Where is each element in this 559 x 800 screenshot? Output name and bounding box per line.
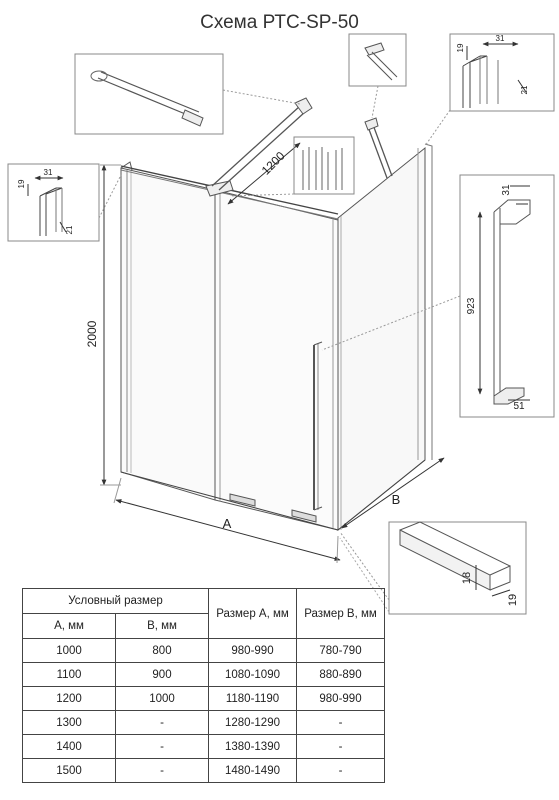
cell-size-a: 1480-1490 [208,758,297,783]
profile-right-height-label: 19 [456,43,465,52]
table-row: 1200 1000 1180-1190 980-990 [22,686,385,711]
cell-size-a: 1180-1190 [208,686,297,711]
header-size-a: Размер А, мм [208,588,297,639]
table-row: 1400 - 1380-1390 - [22,734,385,759]
cell-size-a: 980-990 [208,638,297,663]
cell-a: 1300 [22,710,116,735]
cell-size-a: 1080-1090 [208,662,297,687]
stabilizer-bar [211,97,313,191]
cell-size-b: 880-890 [296,662,385,687]
side-bracket [364,117,393,179]
door-handle [313,341,323,511]
cell-a: 1100 [22,662,116,687]
handle-length-label: 923 [466,297,477,314]
bottom-profile-width-label: 19 [507,594,519,606]
cell-size-b: 980-990 [296,686,385,711]
detail-side-bracket [348,33,407,119]
profile-right-width-label: 31 [496,34,505,43]
diagram-title: Схема РТС-SP-50 [200,12,359,33]
header-a-mm: А, мм [22,613,116,639]
bottom-profile-height-label: 18 [461,572,473,584]
cell-size-a: 1380-1390 [208,734,297,759]
height-label: 2000 [85,320,99,347]
cell-a: 1000 [22,638,116,663]
header-size-b: Размер В, мм [296,588,385,639]
front-fixed-panel [120,161,216,501]
cell-size-b: - [296,758,385,783]
cell-size-b: - [296,710,385,735]
detail-bottom-profile [339,521,527,615]
detail-wall-profile-left [7,163,122,242]
header-nominal-size: Условный размер [22,588,209,614]
handle-foot-label: 51 [513,401,525,412]
size-table: Условный размер Размер А, мм Размер В, м… [22,588,385,783]
cell-size-b: - [296,734,385,759]
profile-left-height-label: 19 [17,179,26,188]
cell-size-b: 780-790 [296,638,385,663]
profile-left-width-label: 31 [44,168,53,177]
cell-size-a: 1280-1290 [208,710,297,735]
table-row: 1100 900 1080-1090 880-890 [22,662,385,687]
sliding-door-panel [214,189,339,531]
header-b-mm: В, мм [115,613,209,639]
profile-right-thickness-label: 21 [520,85,529,94]
cell-b: - [115,734,209,759]
rail-length-label: 1200 [259,149,288,178]
side-panel [337,143,433,532]
profile-left-thickness-label: 21 [65,225,74,234]
cell-b: - [115,758,209,783]
dimension-a-label: A [223,516,232,531]
cell-a: 1500 [22,758,116,783]
detail-handle [321,174,555,418]
handle-depth-label: 31 [501,184,512,196]
cell-b: 1000 [115,686,209,711]
table-row: 1000 800 980-990 780-790 [22,638,385,663]
detail-rail-assembly [74,53,301,135]
cell-b: 800 [115,638,209,663]
cell-b: 900 [115,662,209,687]
cell-a: 1200 [22,686,116,711]
dimension-b-label: B [392,492,401,507]
detail-wall-profile-right [424,33,555,147]
table-row: 1300 - 1280-1290 - [22,710,385,735]
detail-door-joint [229,136,355,197]
cell-a: 1400 [22,734,116,759]
table-row: 1500 - 1480-1490 - [22,758,385,783]
cell-b: - [115,710,209,735]
